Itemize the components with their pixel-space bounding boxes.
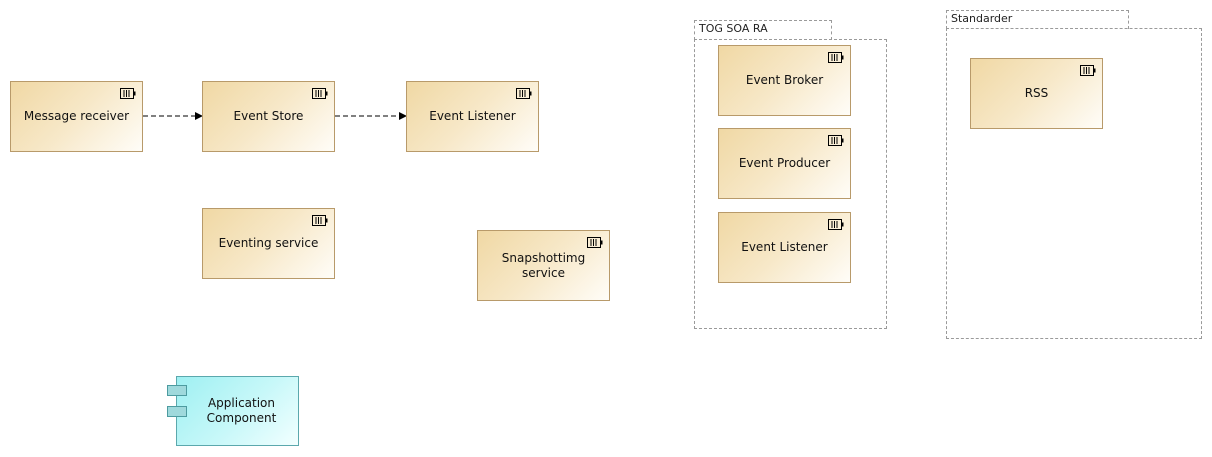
node-label: Snapshottimg service	[501, 250, 586, 280]
node-event-broker[interactable]: Event Broker	[718, 45, 851, 116]
node-label: Eventing service	[218, 236, 319, 250]
node-label: Event Listener	[429, 109, 516, 123]
equipment-icon	[1080, 65, 1096, 76]
node-snapshotting-service[interactable]: Snapshottimg service	[477, 230, 610, 301]
group-body	[694, 39, 887, 329]
node-label: Event Store	[233, 109, 304, 123]
node-label: Event Producer	[738, 156, 831, 170]
node-label: Message receiver	[23, 109, 130, 123]
node-event-listener-soa[interactable]: Event Listener	[718, 212, 851, 283]
equipment-icon	[828, 52, 844, 63]
node-message-receiver[interactable]: Message receiver	[10, 81, 143, 152]
equipment-icon	[312, 215, 328, 226]
group-tog-soa-ra[interactable]: TOG SOA RA	[694, 20, 887, 329]
node-event-listener[interactable]: Event Listener	[406, 81, 539, 152]
node-event-producer[interactable]: Event Producer	[718, 128, 851, 199]
equipment-icon	[516, 88, 532, 99]
node-label: Event Listener	[741, 240, 828, 254]
node-label: Event Broker	[745, 73, 824, 87]
node-eventing-service[interactable]: Eventing service	[202, 208, 335, 279]
group-title: Standarder	[946, 10, 1129, 29]
node-label: RSS	[1024, 86, 1049, 100]
component-icon	[167, 385, 187, 396]
node-application-component[interactable]: Application Component	[176, 376, 299, 446]
group-title: TOG SOA RA	[694, 20, 832, 40]
node-label: Application Component	[206, 396, 277, 425]
equipment-icon	[312, 88, 328, 99]
group-standarder[interactable]: Standarder	[946, 10, 1202, 339]
node-rss[interactable]: RSS	[970, 58, 1103, 129]
component-icon	[167, 406, 187, 417]
equipment-icon	[828, 135, 844, 146]
equipment-icon	[828, 219, 844, 230]
group-body	[946, 28, 1202, 339]
node-event-store[interactable]: Event Store	[202, 81, 335, 152]
equipment-icon	[587, 237, 603, 248]
equipment-icon	[120, 88, 136, 99]
